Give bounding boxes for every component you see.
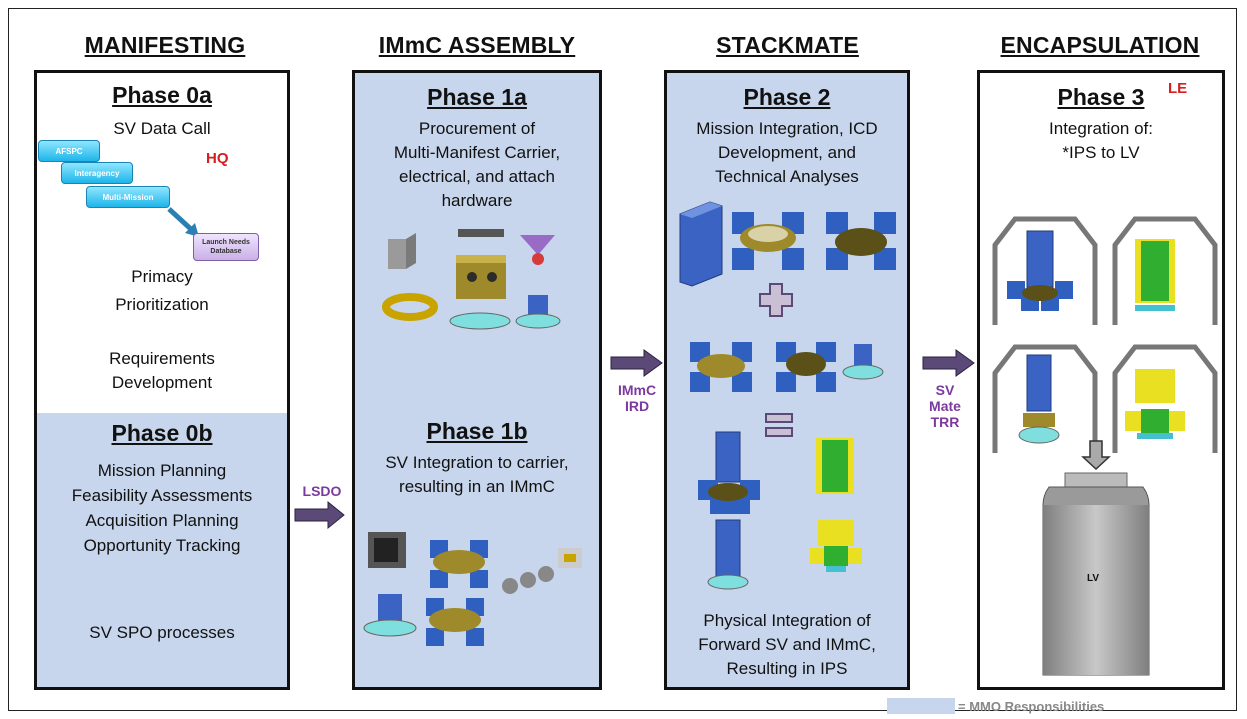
encapsulation-illustration — [992, 216, 1218, 676]
lv-label: LV — [1086, 573, 1100, 584]
phase2-top-line-3: Technical Analyses — [715, 167, 859, 186]
legend-text: = MMO Responsibilities — [958, 699, 1105, 714]
sv-mate-trr-label-1: SV — [935, 382, 955, 398]
step-multi-mission: Multi-Mission — [86, 186, 170, 208]
phase2-top-line-1: Mission Integration, ICD — [696, 119, 878, 138]
immc-ird-arrow-icon — [610, 349, 663, 377]
phase0b-shade — [37, 413, 287, 687]
phase0b-line-acquisition: Acquisition Planning — [85, 511, 239, 530]
phase0a-title: Phase 0a — [112, 82, 212, 108]
phase0a-line-development: Development — [111, 373, 213, 392]
step-launch-needs-database: Launch Needs Database — [193, 233, 259, 261]
phase1b-line-2: resulting in an IMmC — [399, 477, 555, 496]
phase0a-line-primacy: Primacy — [131, 267, 193, 286]
phase0b-footer: SV SPO processes — [89, 623, 235, 642]
column-title-assembly: IMmC ASSEMBLY — [378, 32, 576, 58]
immc-ird-label-1: IMmC — [617, 382, 657, 398]
step-afspc: AFSPC — [38, 140, 100, 162]
lsdo-label: LSDO — [302, 483, 342, 499]
column-title-manifesting: MANIFESTING — [84, 32, 246, 58]
immc-integration-illustration — [363, 532, 582, 646]
phase1a-title: Phase 1a — [427, 84, 527, 110]
phase1a-line-1: Procurement of — [418, 119, 536, 138]
phase2-bottom-line-2: Forward SV and IMmC, — [698, 635, 876, 654]
phase2-title: Phase 2 — [743, 84, 831, 110]
column-title-stackmate: STACKMATE — [716, 32, 859, 58]
carrier-hardware-illustration — [382, 229, 561, 330]
sv-mate-trr-arrow-icon — [922, 349, 975, 377]
le-label: LE — [1168, 80, 1188, 97]
phase1b-title: Phase 1b — [426, 418, 528, 444]
phase0b-line-feasibility: Feasibility Assessments — [71, 486, 253, 505]
phase1a-line-2: Multi-Manifest Carrier, — [393, 143, 561, 162]
phase0a-line-prioritization: Prioritization — [115, 295, 209, 314]
immc-ird-label-2: IRD — [624, 398, 650, 414]
phase1a-line-3: electrical, and attach — [399, 167, 555, 186]
phase2-top-line-2: Development, and — [718, 143, 856, 162]
phase0b-line-opportunity: Opportunity Tracking — [83, 536, 241, 555]
phase3-line-1: Integration of: — [1049, 119, 1153, 138]
phase3-line-2: *IPS to LV — [1062, 143, 1140, 162]
lsdo-arrow-icon — [294, 500, 345, 530]
phase0b-title: Phase 0b — [111, 420, 213, 446]
phase0b-line-mission-planning: Mission Planning — [97, 461, 227, 480]
phase1a-line-4: hardware — [441, 191, 513, 210]
phase1b-line-1: SV Integration to carrier, — [385, 453, 569, 472]
sv-mate-trr-label-3: TRR — [930, 414, 960, 430]
phase2-bottom-line-3: Resulting in IPS — [726, 659, 848, 678]
phase3-title: Phase 3 — [1057, 84, 1145, 110]
phase0a-subtitle: SV Data Call — [113, 119, 211, 138]
phase2-bottom-line-1: Physical Integration of — [703, 611, 871, 630]
step-interagency: Interagency — [61, 162, 133, 184]
column-title-encapsulation: ENCAPSULATION — [1000, 32, 1200, 58]
manifesting-panel — [34, 70, 290, 690]
legend-swatch — [887, 698, 955, 714]
sv-mate-trr-label-2: Mate — [929, 398, 961, 414]
diagram-frame — [8, 8, 1237, 711]
hq-label: HQ — [206, 150, 229, 167]
stackmate-illustration — [679, 201, 896, 590]
phase0a-line-requirements: Requirements — [109, 349, 215, 368]
